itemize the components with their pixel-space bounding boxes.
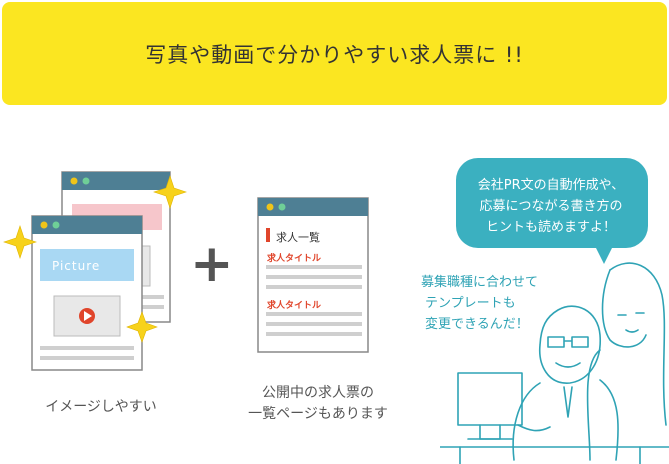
job-list-title: 求人一覧 [276, 231, 320, 244]
bubble-line2: 応募につながる書き方の [479, 199, 623, 214]
red-bar-icon [266, 228, 270, 242]
middle-caption-line2: 一覧ページもあります [248, 406, 388, 422]
people-illustration [440, 262, 669, 464]
job-title-2: 求人タイトル [267, 301, 322, 311]
bubble-line3: ヒントも読めますよ！ [485, 220, 616, 235]
bubble-line1: 会社PR文の自動作成や、 [477, 178, 625, 193]
speaker-line1: 募集職種に合わせて [421, 275, 539, 290]
sparkle-icon [3, 175, 187, 343]
speech-bubble [456, 158, 648, 264]
picture-label: Picture [52, 259, 101, 273]
middle-caption-line1: 公開中の求人票の [262, 385, 374, 401]
speaker-text: 募集職種に合わせて テンプレートも 変更できるんだ！ [421, 272, 538, 335]
left-caption: イメージしやすい [45, 399, 157, 415]
job-title-1: 求人タイトル [267, 254, 322, 264]
job-list-window [257, 197, 369, 353]
stacked-windows-illustration [3, 171, 187, 371]
front-window [31, 215, 143, 371]
middle-caption: 公開中の求人票の 一覧ページもあります [228, 383, 408, 425]
plus-icon: + [190, 234, 234, 294]
header-banner: 写真や動画で分かりやすい求人票に !! [2, 2, 667, 105]
speaker-line2: テンプレートも [425, 296, 516, 311]
bubble-text: 会社PR文の自動作成や、 応募につながる書き方の ヒントも読めますよ！ [456, 175, 646, 238]
speaker-line3: 変更できるんだ！ [425, 317, 529, 332]
banner-title: 写真や動画で分かりやすい求人票に !! [145, 42, 524, 67]
